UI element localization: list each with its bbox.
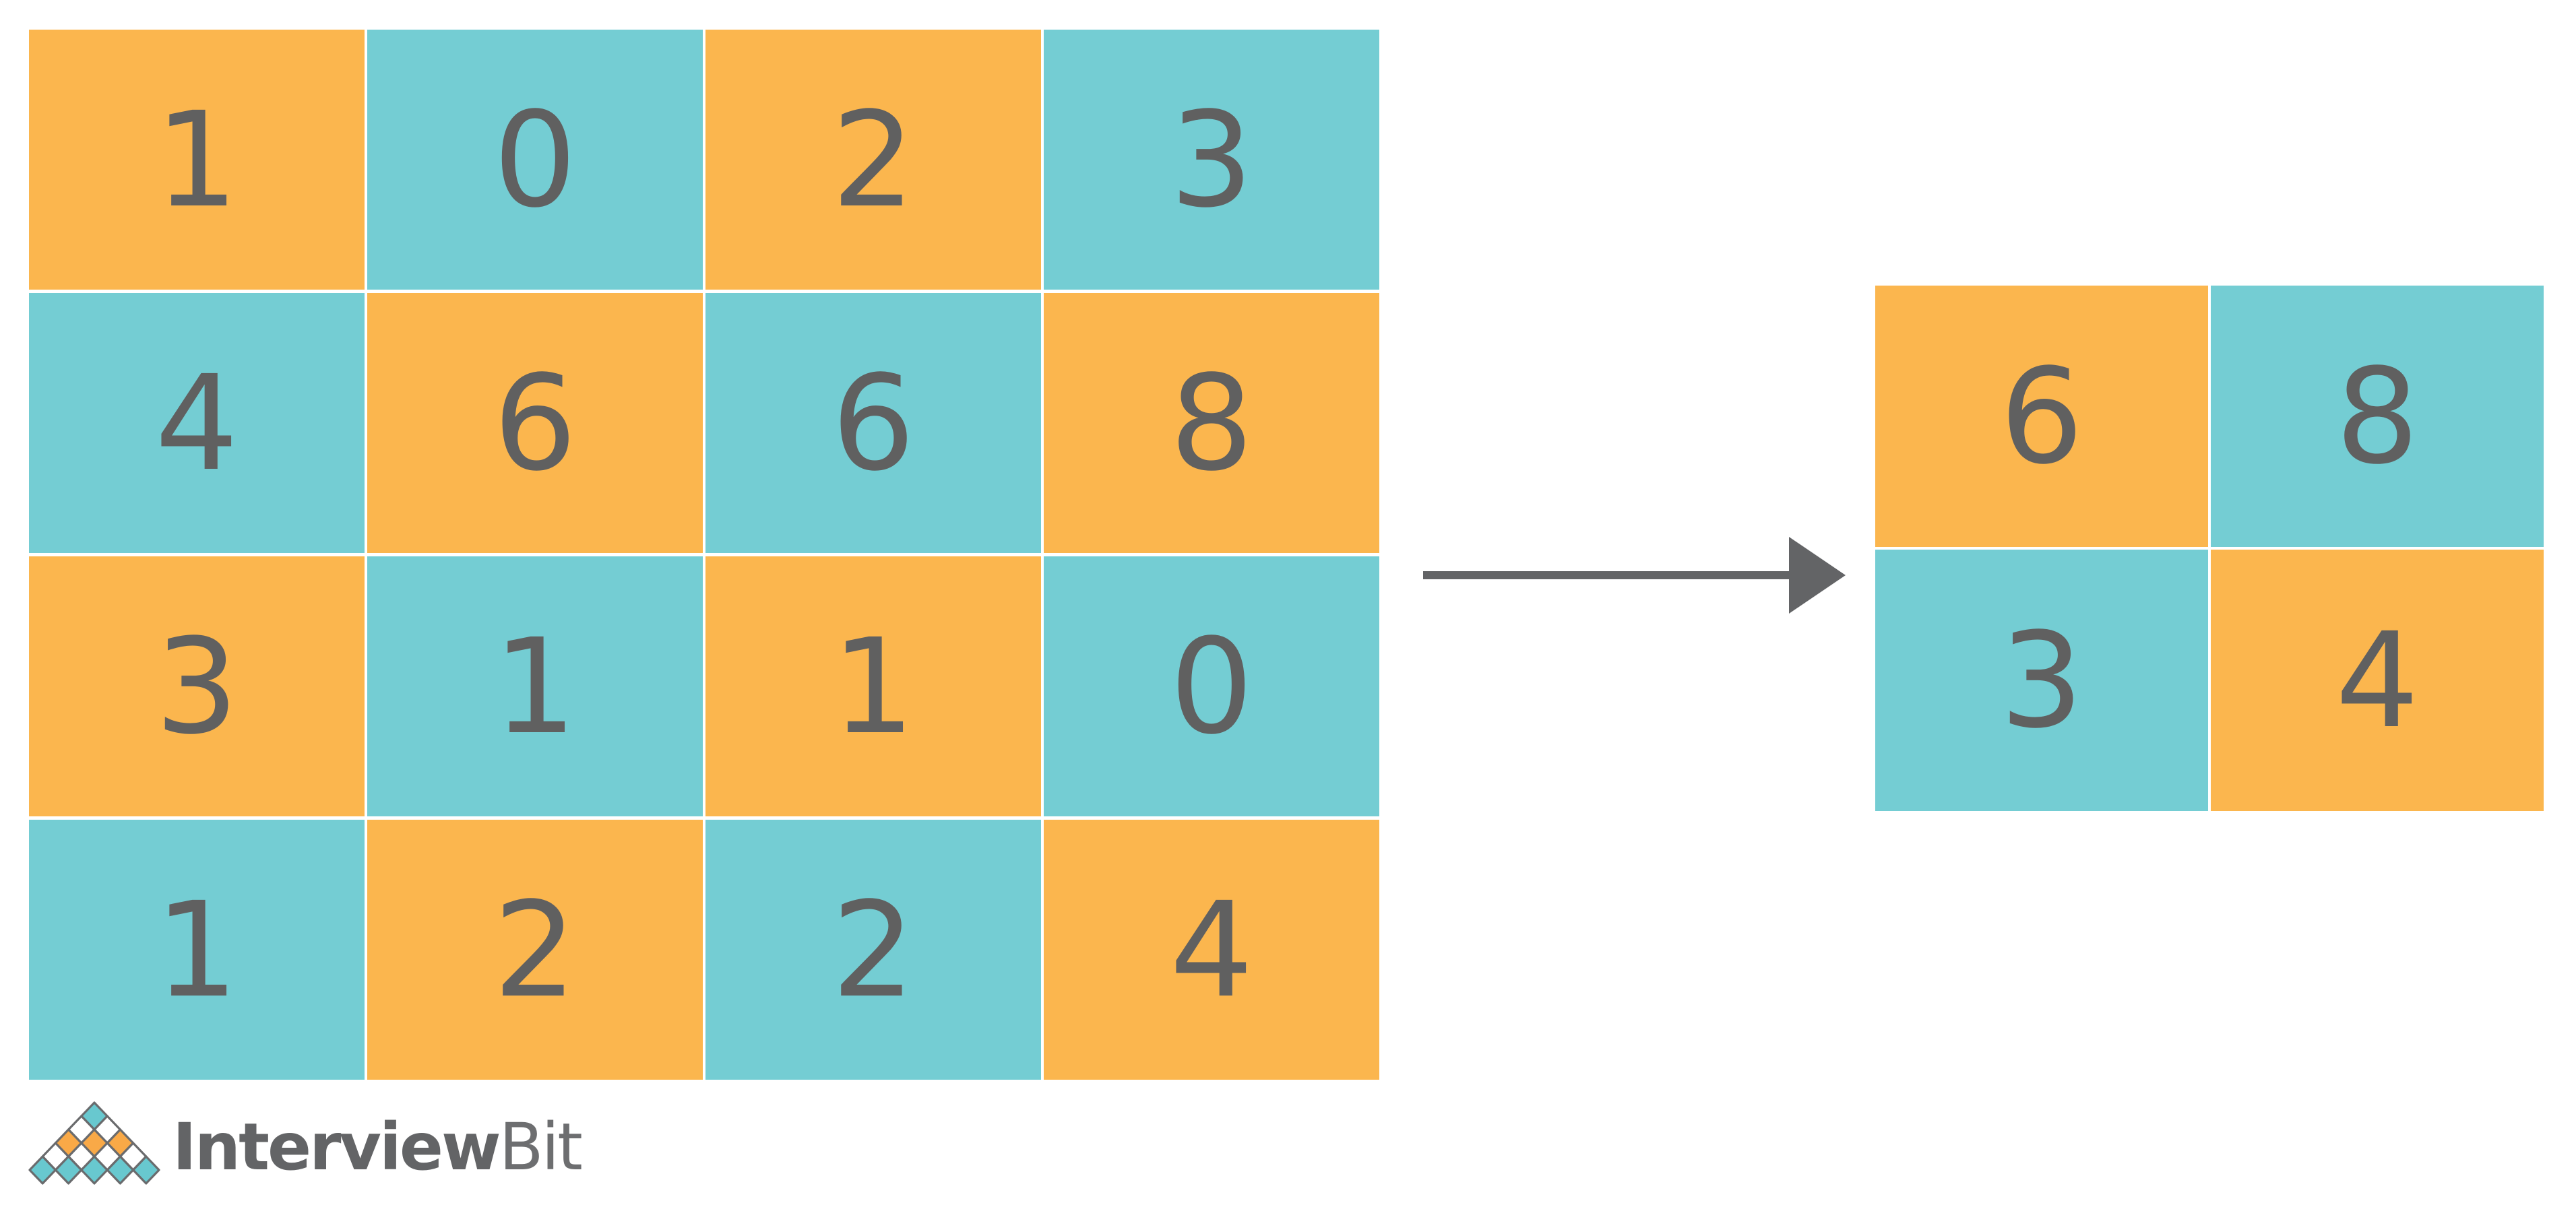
interviewbit-wordmark: InterviewBit — [172, 1115, 583, 1179]
matrix-cell: 8 — [1044, 293, 1379, 553]
matrix-cell: 4 — [2211, 550, 2544, 811]
matrix-cell: 3 — [1875, 550, 2208, 811]
interviewbit-logo: InterviewBit — [28, 1099, 583, 1187]
right-arrow-icon — [1423, 537, 1846, 614]
matrix-cell: 0 — [367, 30, 703, 290]
logo-text-bit: Bit — [499, 1109, 583, 1185]
matrix-cell: 3 — [29, 556, 365, 816]
pyramid-diamond — [54, 1155, 83, 1185]
pyramid-diamond — [106, 1155, 135, 1185]
matrix-cell: 8 — [2211, 286, 2544, 547]
matrix-cell: 6 — [1875, 286, 2208, 547]
pyramid-diamond — [132, 1155, 160, 1185]
matrix-cell: 3 — [1044, 30, 1379, 290]
matrix-cell: 1 — [367, 556, 703, 816]
arrow-head — [1789, 537, 1846, 614]
matrix-cell: 2 — [705, 30, 1041, 290]
logo-text-interview: Interview — [172, 1109, 501, 1185]
matrix-cell: 1 — [705, 556, 1041, 816]
matrix-cell: 2 — [705, 820, 1041, 1080]
pyramid-diamond — [80, 1155, 108, 1185]
matrix-cell: 0 — [1044, 556, 1379, 816]
pyramid-diamond — [28, 1155, 57, 1185]
matrix-cell: 1 — [29, 30, 365, 290]
interviewbit-pyramid-icon — [28, 1101, 160, 1185]
matrix-cell: 2 — [367, 820, 703, 1080]
matrix-cell: 4 — [29, 293, 365, 553]
matrix-cell: 6 — [367, 293, 703, 553]
matrix-cell: 4 — [1044, 820, 1379, 1080]
matrix-cell: 1 — [29, 820, 365, 1080]
matrix-cell: 6 — [705, 293, 1041, 553]
